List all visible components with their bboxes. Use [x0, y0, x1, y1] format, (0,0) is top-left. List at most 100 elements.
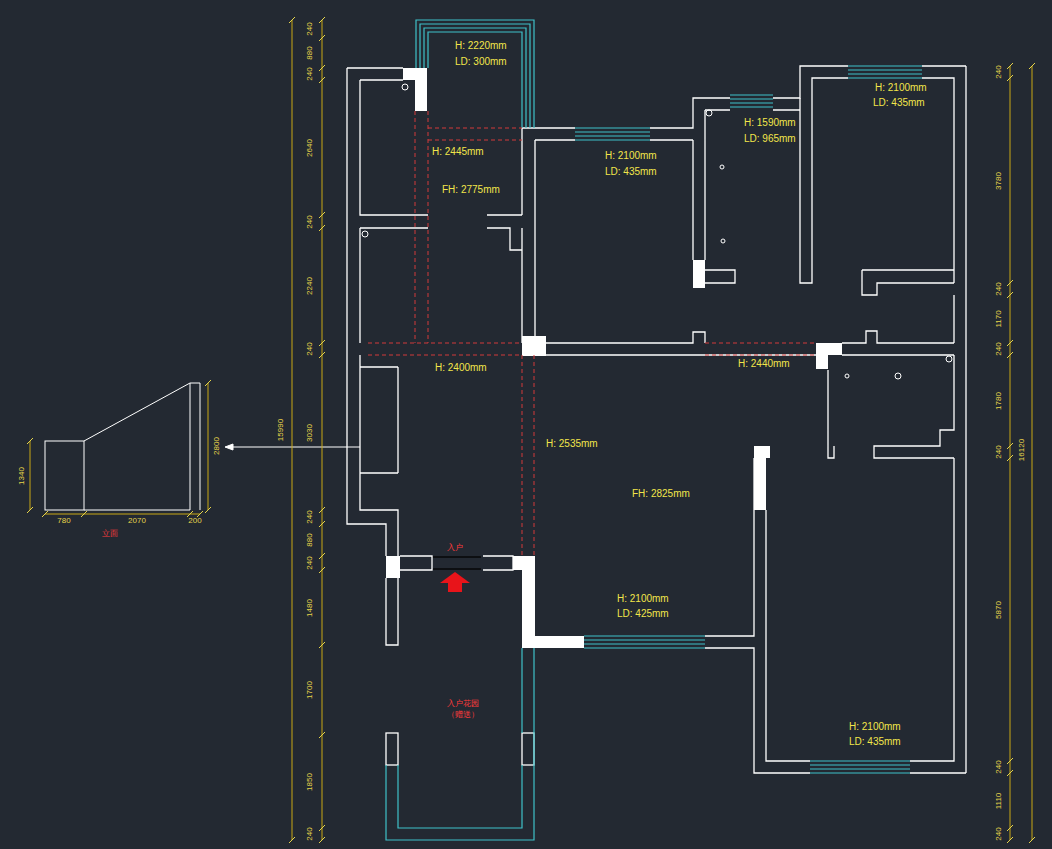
- windows: [386, 20, 922, 840]
- height-note: LD: 425mm: [617, 609, 669, 619]
- dimension-tick: [1007, 63, 1013, 69]
- dimension-tick: [1029, 63, 1035, 69]
- dimension-tick: [319, 35, 325, 41]
- dimension-tick: [1007, 825, 1013, 831]
- dimension-tick: [1007, 352, 1013, 358]
- dimension-label: 2640: [306, 139, 314, 157]
- dimension-label: 3780: [995, 172, 1003, 190]
- dimension-tick: [1029, 837, 1035, 843]
- height-note: H: 2445mm: [432, 147, 484, 157]
- dimension-tick: [319, 825, 325, 831]
- dimension-tick: [319, 837, 325, 843]
- dimension-label: 2240: [306, 277, 314, 295]
- dimension-label: 1700: [306, 681, 314, 699]
- dimension-tick: [319, 507, 325, 513]
- dimension-label: 880: [306, 46, 314, 59]
- dimension-label: 240: [306, 22, 314, 35]
- dimension-label: 1110: [995, 792, 1003, 809]
- columns: [386, 68, 842, 648]
- beam-lines: [368, 111, 816, 556]
- dimension-label: 1170: [995, 310, 1003, 327]
- dimension-label: 240: [995, 445, 1003, 458]
- dimension-tick: [319, 732, 325, 738]
- dimension-label: 780: [57, 517, 70, 525]
- dimension-tick: [319, 553, 325, 559]
- dimension-label: 1780: [995, 392, 1003, 410]
- dimension-tick: [1007, 455, 1013, 461]
- dimension-label: 15990: [277, 419, 285, 441]
- dimension-tick: [205, 380, 211, 386]
- dimension-tick: [319, 340, 325, 346]
- dimension-ticks: [27, 17, 1035, 843]
- dimension-label: 240: [306, 215, 314, 228]
- dimension-label: 1850: [306, 773, 314, 791]
- dimension-tick: [1007, 443, 1013, 449]
- dimension-tick: [319, 567, 325, 573]
- height-note: LD: 300mm: [455, 57, 507, 67]
- dimension-label: 240: [306, 342, 314, 355]
- dimension-tick: [319, 642, 325, 648]
- dimension-tick: [1007, 292, 1013, 298]
- dimension-tick: [319, 225, 325, 231]
- height-note: H: 2400mm: [435, 363, 487, 373]
- room-name: （赠送）: [447, 711, 479, 719]
- dimension-label: 3030: [306, 424, 314, 442]
- dimension-tick: [1007, 280, 1013, 286]
- dimension-tick: [1007, 340, 1013, 346]
- height-note: H: 2100mm: [875, 83, 927, 93]
- dimension-label: 240: [995, 65, 1003, 78]
- dimension-label: 240: [306, 67, 314, 80]
- height-note: LD: 435mm: [605, 167, 657, 177]
- dimension-label: 240: [995, 760, 1003, 773]
- view-title: 立面: [102, 530, 118, 538]
- dimension-tick: [81, 511, 87, 517]
- dimension-label: 240: [995, 282, 1003, 295]
- dimension-tick: [27, 438, 33, 444]
- dimension-label: 1480: [306, 599, 314, 617]
- dimension-tick: [1007, 770, 1013, 776]
- entry-arrow: [440, 572, 470, 592]
- elevation: [45, 383, 360, 510]
- dimension-tick: [319, 65, 325, 71]
- dimension-tick: [1007, 837, 1013, 843]
- room-name: 入户花园: [447, 700, 479, 708]
- dimension-label: 240: [306, 556, 314, 569]
- dimension-lines: [30, 20, 1032, 840]
- dimension-tick: [42, 511, 48, 517]
- height-note: FH: 2775mm: [442, 185, 500, 195]
- height-note: H: 2100mm: [849, 722, 901, 732]
- dimension-label: 200: [188, 517, 201, 525]
- dimension-label: 240: [306, 510, 314, 523]
- dimension-label: 2070: [128, 517, 146, 525]
- height-note: H: 2220mm: [455, 41, 507, 51]
- height-note: LD: 965mm: [744, 134, 796, 144]
- dimension-tick: [319, 521, 325, 527]
- height-note: H: 1590mm: [744, 118, 796, 128]
- dimension-label: 5870: [995, 601, 1003, 619]
- dimension-tick: [205, 507, 211, 513]
- height-note: LD: 435mm: [873, 98, 925, 108]
- dimension-tick: [1007, 758, 1013, 764]
- height-note: H: 2535mm: [546, 439, 598, 449]
- dimension-tick: [1007, 75, 1013, 81]
- dimension-tick: [289, 17, 295, 23]
- dimension-label: 1340: [18, 467, 26, 485]
- height-note: FH: 2825mm: [632, 489, 690, 499]
- dimension-label: 240: [995, 342, 1003, 355]
- dimension-tick: [319, 17, 325, 23]
- walls: [347, 66, 966, 773]
- dimension-tick: [319, 212, 325, 218]
- dimension-tick: [289, 837, 295, 843]
- dimension-label: 240: [306, 827, 314, 840]
- height-note: H: 2100mm: [605, 151, 657, 161]
- height-note: LD: 435mm: [849, 737, 901, 747]
- height-note: H: 2100mm: [617, 594, 669, 604]
- room-name: 入户: [447, 544, 463, 552]
- fixtures: [362, 84, 952, 379]
- dimension-label: 240: [995, 827, 1003, 840]
- dimension-tick: [319, 77, 325, 83]
- dimension-label: 16120: [1018, 439, 1026, 461]
- entry-door: [433, 557, 481, 569]
- dimension-label: 880: [306, 533, 314, 546]
- dimension-label: 2800: [213, 437, 221, 455]
